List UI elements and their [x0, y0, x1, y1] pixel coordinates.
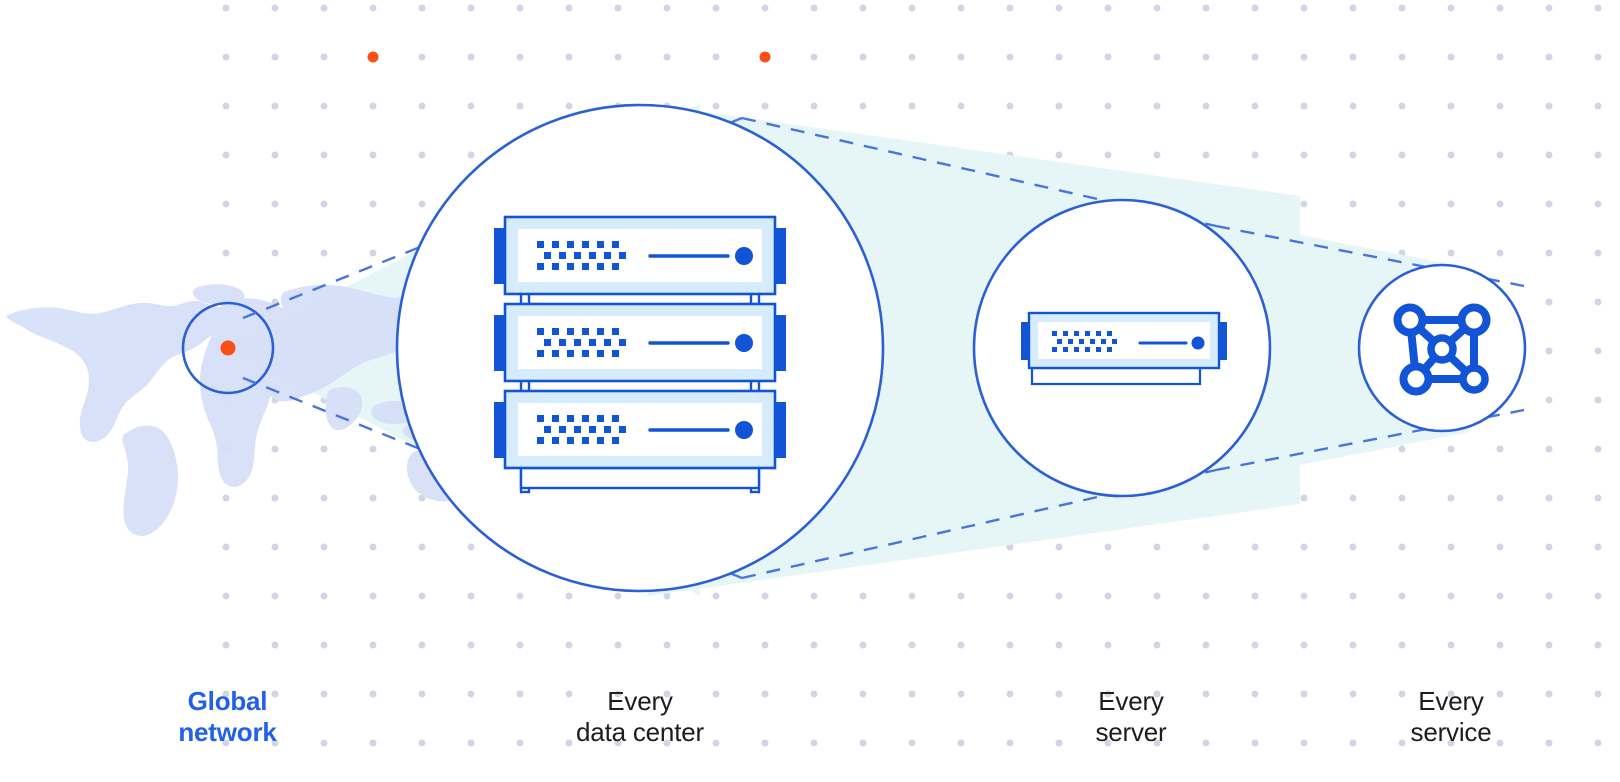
server-unit	[494, 215, 786, 296]
stage-label-server: Every server	[1095, 686, 1167, 747]
server-unit-icon	[1021, 311, 1227, 386]
stage-label-service: Every service	[1410, 686, 1492, 747]
server-rack-icon	[494, 215, 786, 494]
server-unit	[494, 389, 786, 470]
map-zoom-highlight-circle	[181, 301, 275, 395]
stage-label-data-center: Every data center	[576, 686, 704, 747]
stage-label-global-network: Global network	[178, 686, 277, 747]
network-location-marker	[220, 340, 236, 356]
server-unit	[494, 302, 786, 383]
network-node-dots	[1393, 303, 1491, 396]
